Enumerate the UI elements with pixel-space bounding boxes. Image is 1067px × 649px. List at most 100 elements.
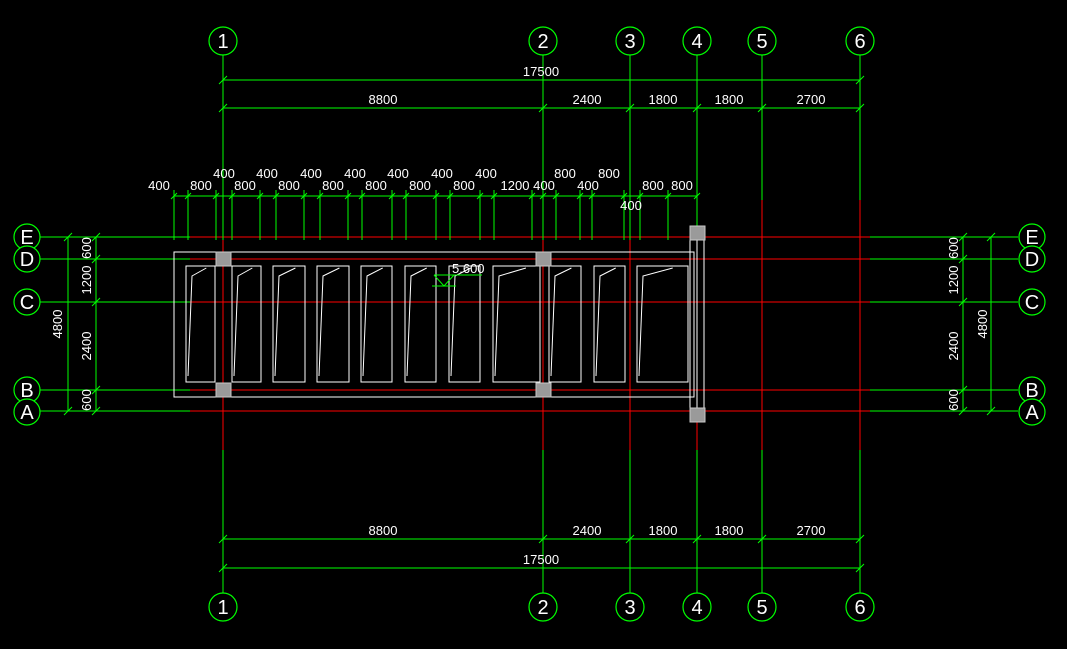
axis-bubble-3-top <box>615 26 645 56</box>
segment-top-1: 400 <box>213 166 235 181</box>
dimension-bay-5: 2700 <box>797 92 826 107</box>
elevation-mark-text: 5.600 <box>452 261 485 276</box>
segment-bottom-3: 800 <box>234 178 256 193</box>
dimension-bay-bottom-2: 2400 <box>573 523 602 538</box>
segment-bottom-8: 800 <box>453 178 475 193</box>
window-panel <box>360 265 393 383</box>
dimension-overall-bottom-text: 17500 <box>523 552 559 567</box>
axis-label-E-right: E <box>1025 227 1038 249</box>
window-panel <box>448 265 481 383</box>
segment-slash <box>539 192 547 200</box>
segment-slash <box>256 192 264 200</box>
window-panel <box>636 265 689 383</box>
window-panel <box>316 265 350 383</box>
segment-bottom-10: 400 <box>533 178 555 193</box>
axis-label-5-bottom: 5 <box>756 597 767 619</box>
axis-bubble-1-bottom <box>208 592 238 622</box>
segment-slash <box>170 192 178 200</box>
axis-bubble-D-right <box>1018 245 1046 273</box>
segment-top-8: 800 <box>554 166 576 181</box>
dimension-bays-bottom: 8800 2400 1800 1800 2700 <box>218 523 865 544</box>
axis-bubble-C-right <box>1018 288 1046 316</box>
axis-label-A-left: A <box>20 402 34 424</box>
dimension-vertical-left-2: 1200 <box>79 266 94 295</box>
dimension-overall-text: 17500 <box>523 64 559 79</box>
segment-bottom-9: 1200 <box>501 178 530 193</box>
axis-bubble-2-top <box>528 26 558 56</box>
axis-label-D-right: D <box>1025 249 1039 271</box>
axis-bubble-5-bottom <box>747 592 777 622</box>
window-panel <box>492 265 541 383</box>
dimension-bay-1: 8800 <box>369 92 398 107</box>
dimension-vertical-overall-left: 4800 <box>50 310 65 339</box>
axis-bubble-C-left <box>13 288 41 316</box>
axis-label-C-left: C <box>20 292 34 314</box>
axis-label-D-left: D <box>20 249 34 271</box>
column-4A <box>689 407 706 423</box>
window-panel <box>231 265 262 383</box>
elevation-mark: 5.600 <box>432 261 485 287</box>
axis-label-B-left: B <box>20 380 33 402</box>
axis-bubble-3-bottom <box>615 592 645 622</box>
dimension-vertical-overall-right: 4800 <box>975 310 990 339</box>
window-panel <box>272 265 306 383</box>
segment-slash <box>552 192 560 200</box>
dimension-vertical-right-1: 600 <box>946 237 961 259</box>
dimension-window-segments: 400 400 400 400 400 400 400 800 800 400 … <box>148 166 701 240</box>
axis-bubble-A-left <box>13 398 41 426</box>
segment-top-3: 400 <box>300 166 322 181</box>
axis-label-2-bottom: 2 <box>537 597 548 619</box>
dimension-bay-2: 2400 <box>573 92 602 107</box>
segment-slash <box>388 192 396 200</box>
dimension-overall-bottom: 17500 <box>218 552 865 573</box>
segment-slash <box>446 192 454 200</box>
segment-slash <box>432 192 440 200</box>
axis-label-2-top: 2 <box>537 31 548 53</box>
segment-bottom-11: 400 <box>577 178 599 193</box>
axis-bubble-1-top <box>208 26 238 56</box>
axis-label-5-top: 5 <box>756 31 767 53</box>
axis-bubble-4-top <box>682 26 712 56</box>
dimension-bays-top: 8800 2400 1800 1800 2700 <box>218 92 865 113</box>
segment-top-2: 400 <box>256 166 278 181</box>
dimension-vertical-left-3: 2400 <box>79 332 94 361</box>
segment-slash <box>402 192 410 200</box>
segment-slash <box>476 192 484 200</box>
window-panels <box>185 265 689 383</box>
dimension-overall-top: 17500 <box>218 64 865 85</box>
segment-bottom-1: 400 <box>148 178 170 193</box>
segment-bottom-5: 800 <box>322 178 344 193</box>
segment-slash <box>620 192 628 200</box>
column-1D <box>215 251 232 267</box>
green-axis-lines <box>40 55 1018 593</box>
dimension-bay-bottom-3: 1800 <box>649 523 678 538</box>
column-2D <box>535 251 552 267</box>
dimension-bay-bottom-5: 2700 <box>797 523 826 538</box>
segment-bottom-13: 800 <box>671 178 693 193</box>
column-1B <box>215 382 232 398</box>
segment-bottom-2: 800 <box>190 178 212 193</box>
structural-columns <box>215 225 706 423</box>
axis-bubble-6-bottom <box>845 592 875 622</box>
segment-slash <box>588 192 596 200</box>
window-panel <box>404 265 437 383</box>
dimension-bay-bottom-4: 1800 <box>715 523 744 538</box>
axis-bubbles-left: E D C B A <box>13 223 41 426</box>
segment-top-9: 800 <box>598 166 620 181</box>
segment-top-5: 400 <box>387 166 409 181</box>
segment-slash <box>316 192 324 200</box>
segment-slash <box>528 192 536 200</box>
segment-bottom-7: 800 <box>409 178 431 193</box>
window-panel <box>185 265 216 383</box>
axis-label-E-left: E <box>20 227 33 249</box>
segment-top-4: 400 <box>344 166 366 181</box>
segment-slash <box>272 192 280 200</box>
segment-extra: 400 <box>620 198 642 213</box>
dimension-vertical-left: 4800 600 1200 2400 600 <box>50 232 101 416</box>
segment-slash <box>212 192 220 200</box>
segment-top-6: 400 <box>431 166 453 181</box>
segment-bottom-6: 800 <box>365 178 387 193</box>
dimension-bay-bottom-1: 8800 <box>369 523 398 538</box>
axis-bubble-6-top <box>845 26 875 56</box>
